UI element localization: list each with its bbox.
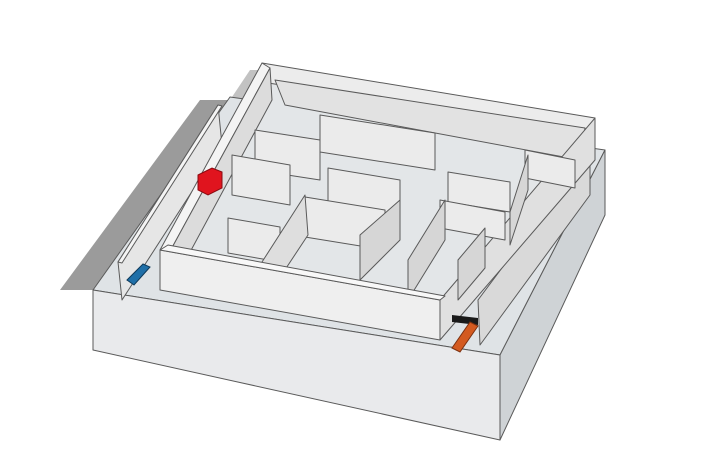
start-marker	[197, 167, 223, 196]
inner-wall	[231, 154, 291, 206]
inner-wall	[407, 199, 446, 301]
shadow	[60, 100, 230, 290]
blue-marker	[126, 263, 151, 286]
orange-marker	[451, 321, 479, 353]
left-wall-top	[117, 104, 223, 264]
inner-wall	[509, 154, 529, 246]
inner-wall	[457, 227, 486, 301]
inner-wall	[319, 114, 436, 171]
inner-wall	[359, 199, 401, 281]
outer-wall-front-top	[159, 244, 446, 301]
